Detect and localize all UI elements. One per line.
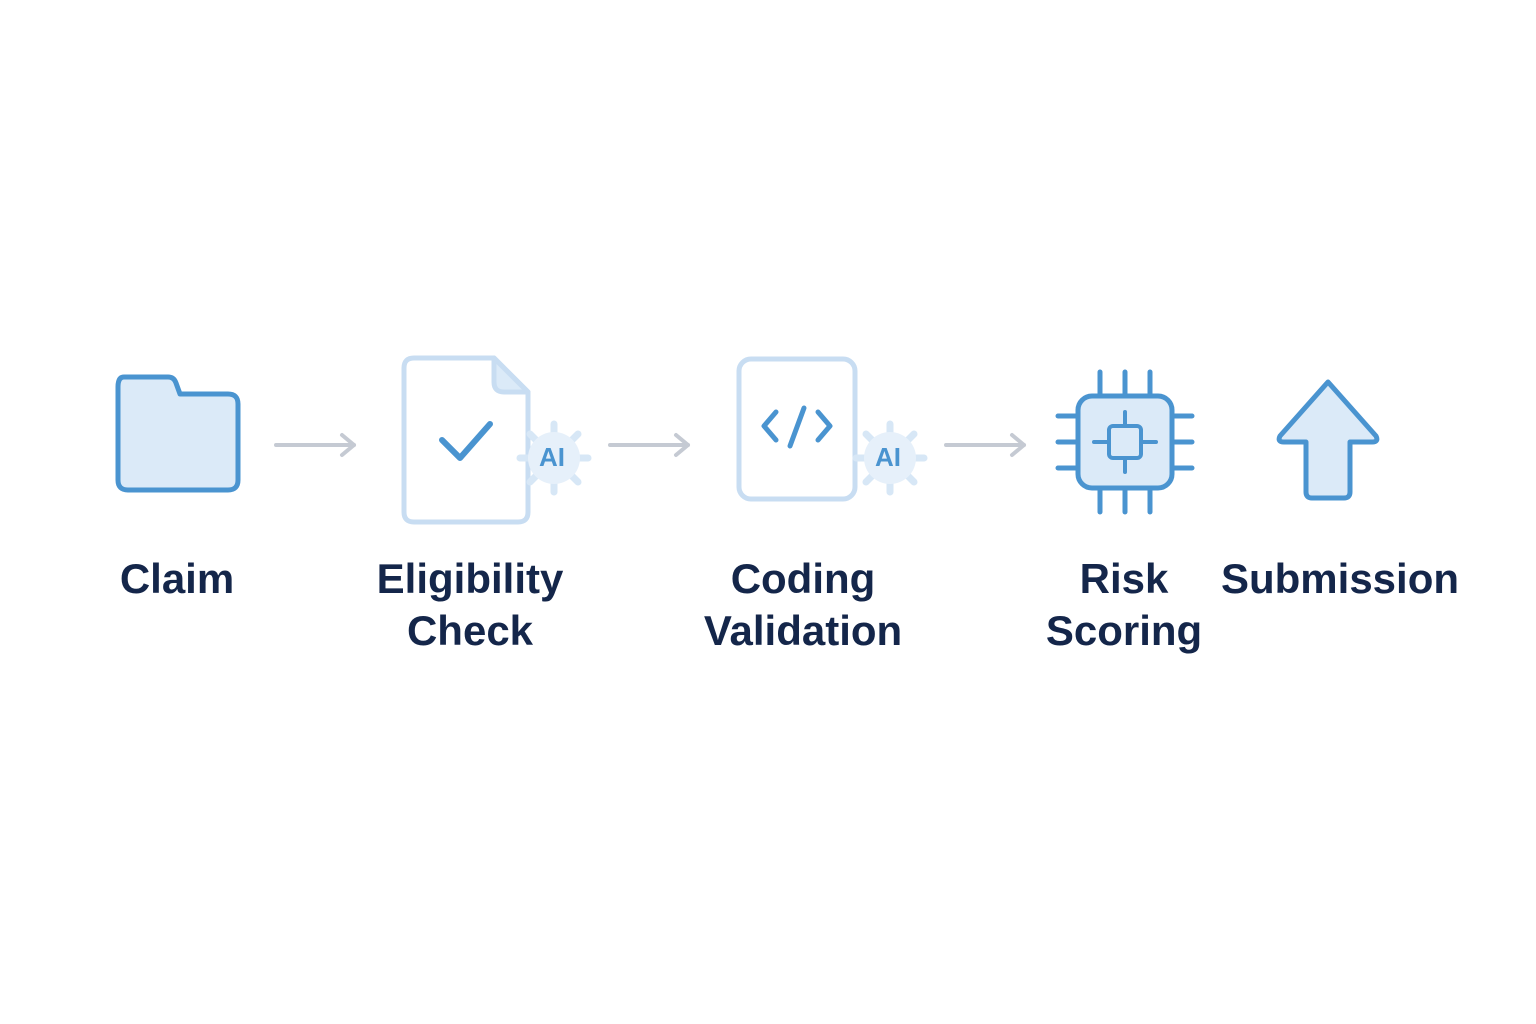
step-label-line: Check (406, 607, 534, 654)
step-label-line: Scoring (1045, 607, 1203, 654)
step-label-line: Submission (1220, 555, 1460, 602)
ai-gear-icon (516, 420, 592, 496)
step-label-line: Claim (119, 555, 235, 602)
processor-chip-icon (1055, 369, 1195, 515)
step-label-eligibility-check: Eligibility Check (377, 553, 564, 657)
step-label-line: Eligibility (376, 555, 564, 602)
code-document-icon (736, 356, 858, 502)
flow-arrow-2 (608, 433, 690, 457)
step-label-line: Validation (703, 607, 903, 654)
folder-icon (115, 374, 241, 493)
flow-arrow-3 (944, 433, 1026, 457)
step-label-submission: Submission (1221, 553, 1459, 605)
checked-document-icon (401, 355, 531, 525)
step-label-claim: Claim (120, 553, 234, 605)
flow-arrow-1 (274, 433, 356, 457)
step-label-line: Risk (1079, 555, 1169, 602)
ai-gear-icon (852, 420, 928, 496)
step-label-line: Coding (730, 555, 876, 602)
step-label-coding-validation: Coding Validation (704, 553, 902, 657)
step-label-risk-scoring: Risk Scoring (1046, 553, 1202, 657)
upload-arrow-icon (1276, 379, 1380, 501)
ai-badge-text: AI (875, 442, 901, 472)
ai-badge-text: AI (539, 442, 565, 472)
